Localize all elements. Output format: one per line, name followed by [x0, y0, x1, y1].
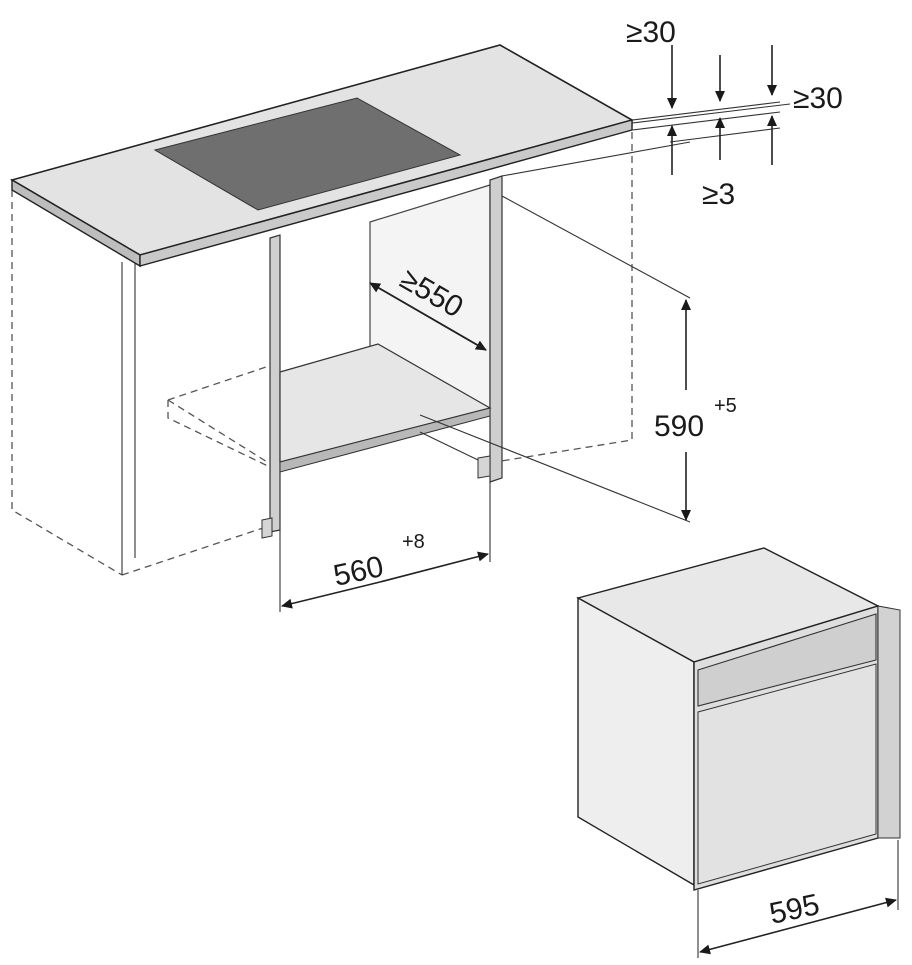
- niche-right-foot: [477, 455, 491, 479]
- height-label: 590: [654, 410, 704, 443]
- width-arrow-right: [379, 551, 489, 583]
- height-extension-top: [501, 195, 691, 299]
- oven-control-panel: [697, 613, 877, 707]
- gap-top-left-label: ≥30: [626, 16, 676, 49]
- niche-left-foot: [261, 517, 273, 539]
- gap-mid-label: ≥3: [702, 178, 735, 211]
- depth-arrow-start: [369, 282, 487, 351]
- height-extension-bottom: [419, 414, 691, 523]
- cabinet-left-side: [121, 262, 136, 575]
- hob: [153, 97, 462, 211]
- niche-right-panel: [489, 175, 503, 483]
- cabinet-outline: [11, 120, 633, 576]
- gap-top-right-label: ≥30: [793, 82, 843, 115]
- oven-width-label: 595: [767, 888, 823, 931]
- countertop: [9, 44, 635, 268]
- niche-shelf-front: [279, 407, 491, 473]
- width-label: 560: [331, 550, 387, 593]
- niche-left-panel: [269, 234, 281, 533]
- height-tolerance-label: +5: [714, 395, 737, 417]
- top-gap-arrows: [667, 45, 777, 175]
- width-arrow-left: [281, 581, 381, 609]
- width-tolerance-label: +8: [402, 531, 425, 553]
- oven-width-arrow-right: [797, 897, 897, 927]
- shelf-support: [419, 431, 479, 461]
- clearance-lines: [501, 101, 791, 177]
- oven-door: [697, 663, 877, 885]
- oven-width-arrow-left: [699, 925, 799, 955]
- oven: [576, 547, 901, 891]
